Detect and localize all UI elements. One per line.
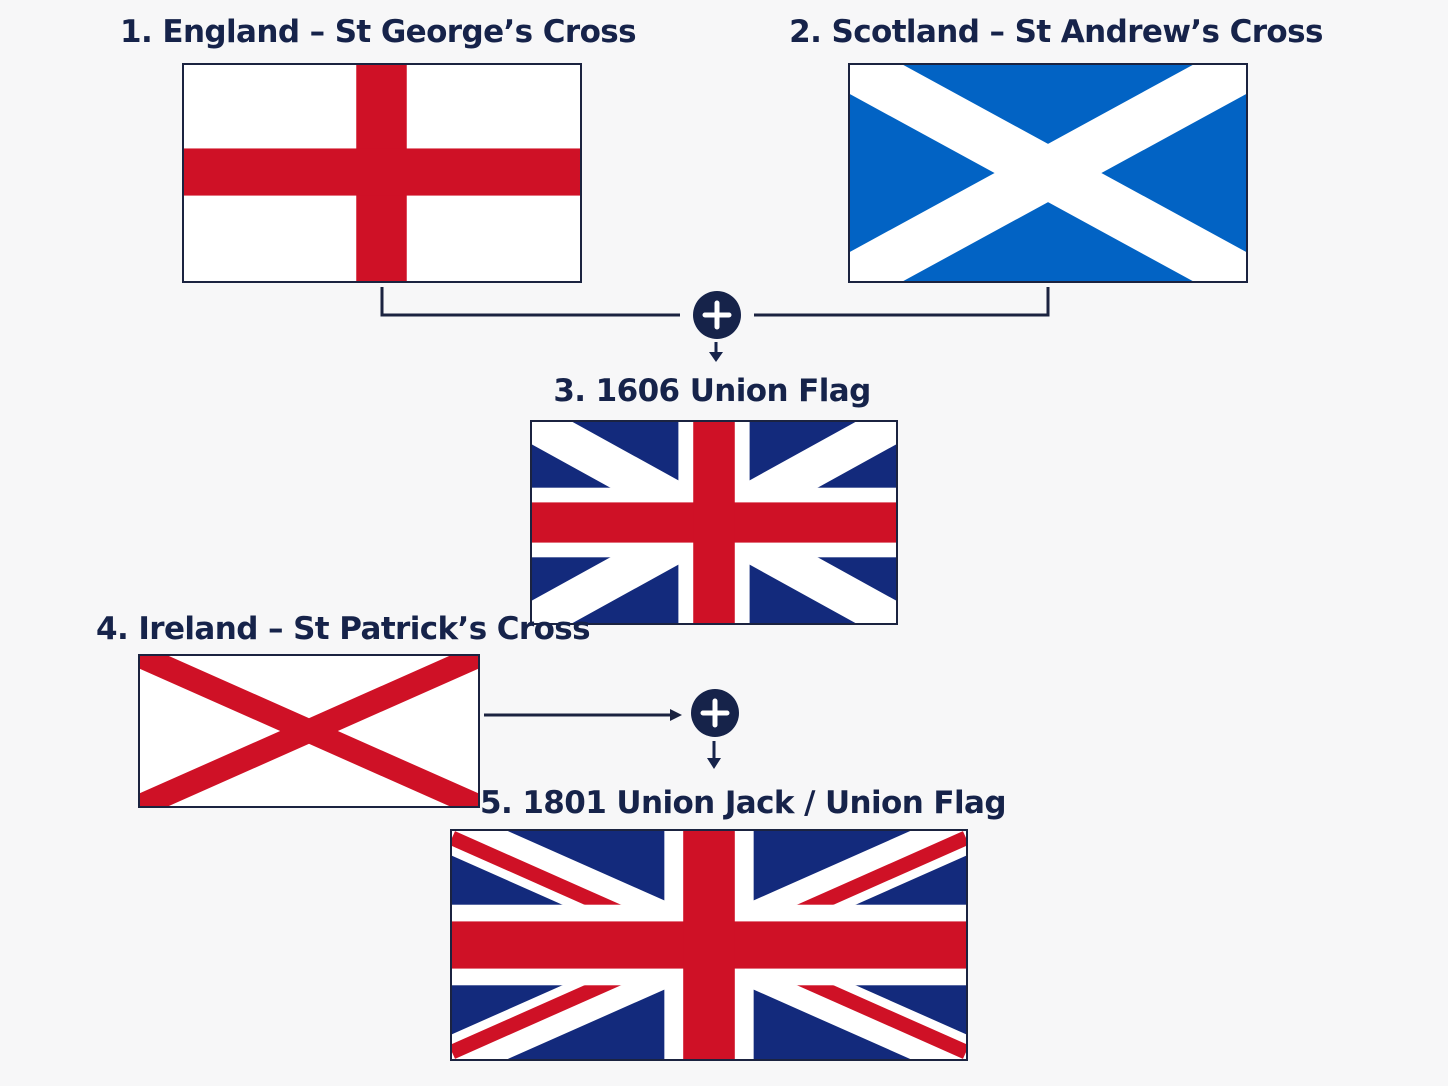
union-1606-flag-title: 3. 1606 Union Flag: [553, 373, 871, 409]
down-arrow-icon: [707, 741, 721, 769]
ireland-connector: [484, 709, 682, 721]
union-1801-flag-title: 5. 1801 Union Jack / Union Flag: [480, 785, 1007, 821]
scotland-connector-line: [754, 287, 1050, 317]
scotland-flag: [848, 63, 1248, 283]
plus-circle-icon: [693, 291, 741, 339]
scotland-flag-title: 2. Scotland – St Andrew’s Cross: [789, 14, 1323, 50]
top-merge-connector: [380, 287, 1050, 317]
down-arrow-icon: [709, 342, 723, 362]
plus-circle-icon: [691, 689, 739, 737]
union-1801-flag: [450, 829, 968, 1061]
ireland-flag-title: 4. Ireland – St Patrick’s Cross: [96, 611, 591, 647]
england-flag: [182, 63, 582, 283]
england-flag-title: 1. England – St George’s Cross: [120, 14, 637, 50]
ireland-flag: [138, 654, 480, 808]
england-connector-line: [380, 287, 680, 317]
union-1606-flag: [530, 420, 898, 625]
